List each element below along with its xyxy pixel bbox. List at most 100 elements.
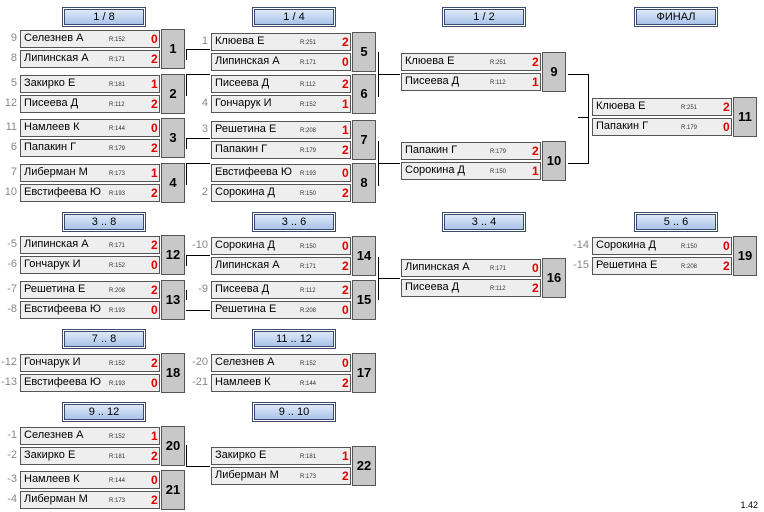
connector bbox=[378, 163, 400, 164]
match-number: 22 bbox=[352, 446, 376, 486]
player-rating: R:173 bbox=[109, 498, 126, 504]
player-rating: R:152 bbox=[109, 361, 126, 367]
player-name: Клюева Е bbox=[215, 35, 265, 47]
player-rating: R:152 bbox=[109, 263, 126, 269]
match-number: 12 bbox=[161, 235, 185, 275]
player-score: 2 bbox=[532, 55, 539, 69]
player-score: 0 bbox=[151, 258, 158, 272]
player-rating: R:152 bbox=[300, 102, 317, 108]
player-rating: R:112 bbox=[300, 82, 316, 88]
player-score: 2 bbox=[342, 77, 349, 91]
player-score: 0 bbox=[532, 261, 539, 275]
player-score: 0 bbox=[723, 239, 730, 253]
player-rating: R:150 bbox=[681, 244, 698, 250]
seed-source: -15 bbox=[573, 259, 589, 271]
round-header-1-8: 1 / 8 bbox=[64, 9, 144, 25]
player-score: 2 bbox=[151, 283, 158, 297]
player-name: Намлеев К bbox=[215, 376, 271, 388]
seed-source: 2 bbox=[201, 186, 208, 198]
player-rating: R:144 bbox=[109, 478, 126, 484]
player-score: 0 bbox=[151, 32, 158, 46]
place-header-3-4: 3 .. 4 bbox=[444, 214, 524, 230]
player-name: Либерман М bbox=[24, 493, 88, 505]
player-score: 2 bbox=[342, 259, 349, 273]
seed-source: -9 bbox=[198, 283, 208, 295]
match-number: 2 bbox=[161, 74, 185, 114]
player-name: Закирко Е bbox=[24, 449, 76, 461]
player-name: Закирко Е bbox=[24, 77, 76, 89]
seed-source: 12 bbox=[4, 97, 17, 109]
player-rating: R:193 bbox=[109, 381, 126, 387]
player-name: Папакин Г bbox=[215, 143, 268, 155]
player-score: 0 bbox=[151, 121, 158, 135]
round-header-final: ФИНАЛ bbox=[636, 9, 716, 25]
